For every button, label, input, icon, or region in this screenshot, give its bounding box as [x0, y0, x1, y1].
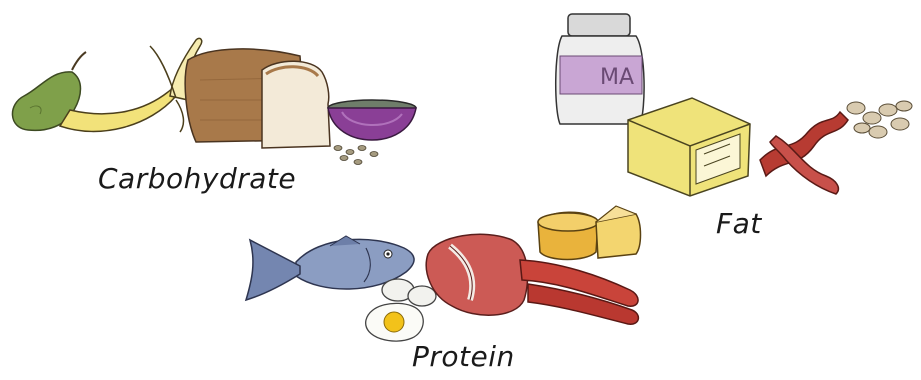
protein-foods: [246, 206, 641, 341]
grains-icon: [334, 146, 378, 165]
jar-label-text: MA: [600, 65, 634, 90]
sausages-icon: [520, 260, 638, 324]
fat-label: Fat: [716, 207, 762, 240]
protein-label: Protein: [412, 340, 515, 373]
banana-icon: [60, 38, 202, 132]
eggs-icon: [382, 279, 436, 306]
carbohydrate-label: Carbohydrate: [98, 162, 296, 195]
cereal-bowl-icon: [328, 100, 416, 140]
bread-loaf-icon: [185, 49, 330, 148]
butter-stick-icon: [628, 98, 750, 196]
t-bone-steak-icon: [426, 234, 527, 315]
nuts-icon: [847, 101, 912, 138]
fat-foods: MA: [556, 14, 912, 196]
bacon-strips-icon: [760, 112, 848, 194]
cheese-wheel-icon: [538, 206, 641, 260]
fried-egg-icon: [366, 303, 424, 341]
mayonnaise-jar-icon: MA: [556, 14, 644, 124]
carbohydrate-foods: [12, 38, 416, 164]
